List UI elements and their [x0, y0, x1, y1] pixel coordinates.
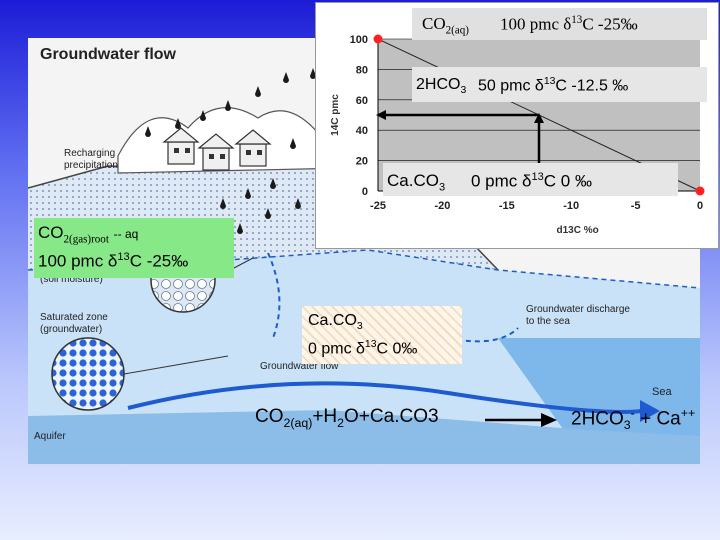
hills	[117, 107, 350, 174]
x-tick-label: -15	[499, 200, 515, 212]
y-axis-label: 14C pmc	[330, 94, 341, 136]
groundwater-flow-label: Groundwater flow	[260, 361, 339, 372]
groundwater-flow-arrow	[127, 381, 649, 414]
hco3-species: 2HCO3	[416, 76, 467, 97]
soil-moisture-label: (soil moisture)	[40, 274, 103, 285]
x-tick-label: -20	[434, 200, 450, 212]
caco3-chart-species: Ca.CO3	[387, 171, 446, 194]
co2-aq-value: 100 pmc δ13C -25‰	[500, 14, 638, 34]
reaction-arrow	[485, 413, 557, 427]
end-member-point	[373, 34, 383, 44]
reaction-right-side: 2HCO3- + Ca++	[571, 406, 696, 433]
caco3-chart-label-box: Ca.CO3 0 pmc δ13C 0 ‰	[383, 163, 678, 196]
x-tick-label: -10	[563, 200, 579, 212]
rain-drops	[145, 68, 316, 234]
aquifer-label: Aquifer	[34, 431, 66, 442]
y-tick-label: 20	[356, 156, 368, 168]
caco3-chart-value: 0 pmc δ13C 0 ‰	[471, 171, 592, 191]
sea-area	[498, 338, 700, 464]
hco3-label-box: 2HCO3 50 pmc δ13C -12.5 ‰	[412, 67, 707, 102]
sea-label: Sea	[652, 386, 672, 398]
saturated-zone-label: Saturated zone(groundwater)	[40, 312, 108, 335]
mixing-horizontal-arrowhead	[376, 110, 386, 120]
hco3-value: 50 pmc δ13C -12.5 ‰	[478, 76, 629, 95]
caco3-mid-species: Ca.CO3	[308, 312, 363, 333]
y-tick-label: 40	[356, 125, 368, 137]
co2-aq-species: CO2(aq)	[422, 14, 469, 37]
mixing-vertical-arrowhead	[534, 113, 544, 123]
y-tick-label: 0	[362, 186, 368, 198]
y-tick-label: 100	[350, 34, 368, 46]
x-tick-label: -25	[370, 200, 386, 212]
y-tick-label: 60	[356, 95, 368, 107]
co2-root-value: 100 pmc δ13C -25‰	[38, 251, 189, 271]
y-tick-label: 80	[356, 64, 368, 76]
x-tick-label: 0	[697, 200, 703, 212]
caco3-mid-label-box: Ca.CO3 0 pmc δ13C 0‰	[302, 306, 462, 364]
aquifer-pore-magnifier	[51, 337, 125, 411]
co2-root-label-box: CO2(gas)root -- aq 100 pmc δ13C -25‰	[34, 218, 234, 278]
x-axis-label: d13C %o	[557, 225, 599, 236]
end-member-point	[695, 186, 705, 196]
diagram-title: Groundwater flow	[40, 46, 176, 63]
co2-aq-label-box: CO2(aq) 100 pmc δ13C -25‰	[412, 8, 707, 40]
reaction-left-side: CO2(aq)+H2O+Ca.CO3	[255, 406, 439, 430]
caco3-mid-value: 0 pmc δ13C 0‰	[308, 339, 418, 358]
aquifer-layer	[28, 410, 700, 464]
co2-root-species: CO2(gas)root -- aq	[38, 223, 139, 246]
reaction-equation: CO2(aq)+H2O+Ca.CO3 2HCO3- + Ca++	[253, 400, 715, 434]
houses	[162, 127, 272, 171]
x-tick-label: -5	[631, 200, 641, 212]
